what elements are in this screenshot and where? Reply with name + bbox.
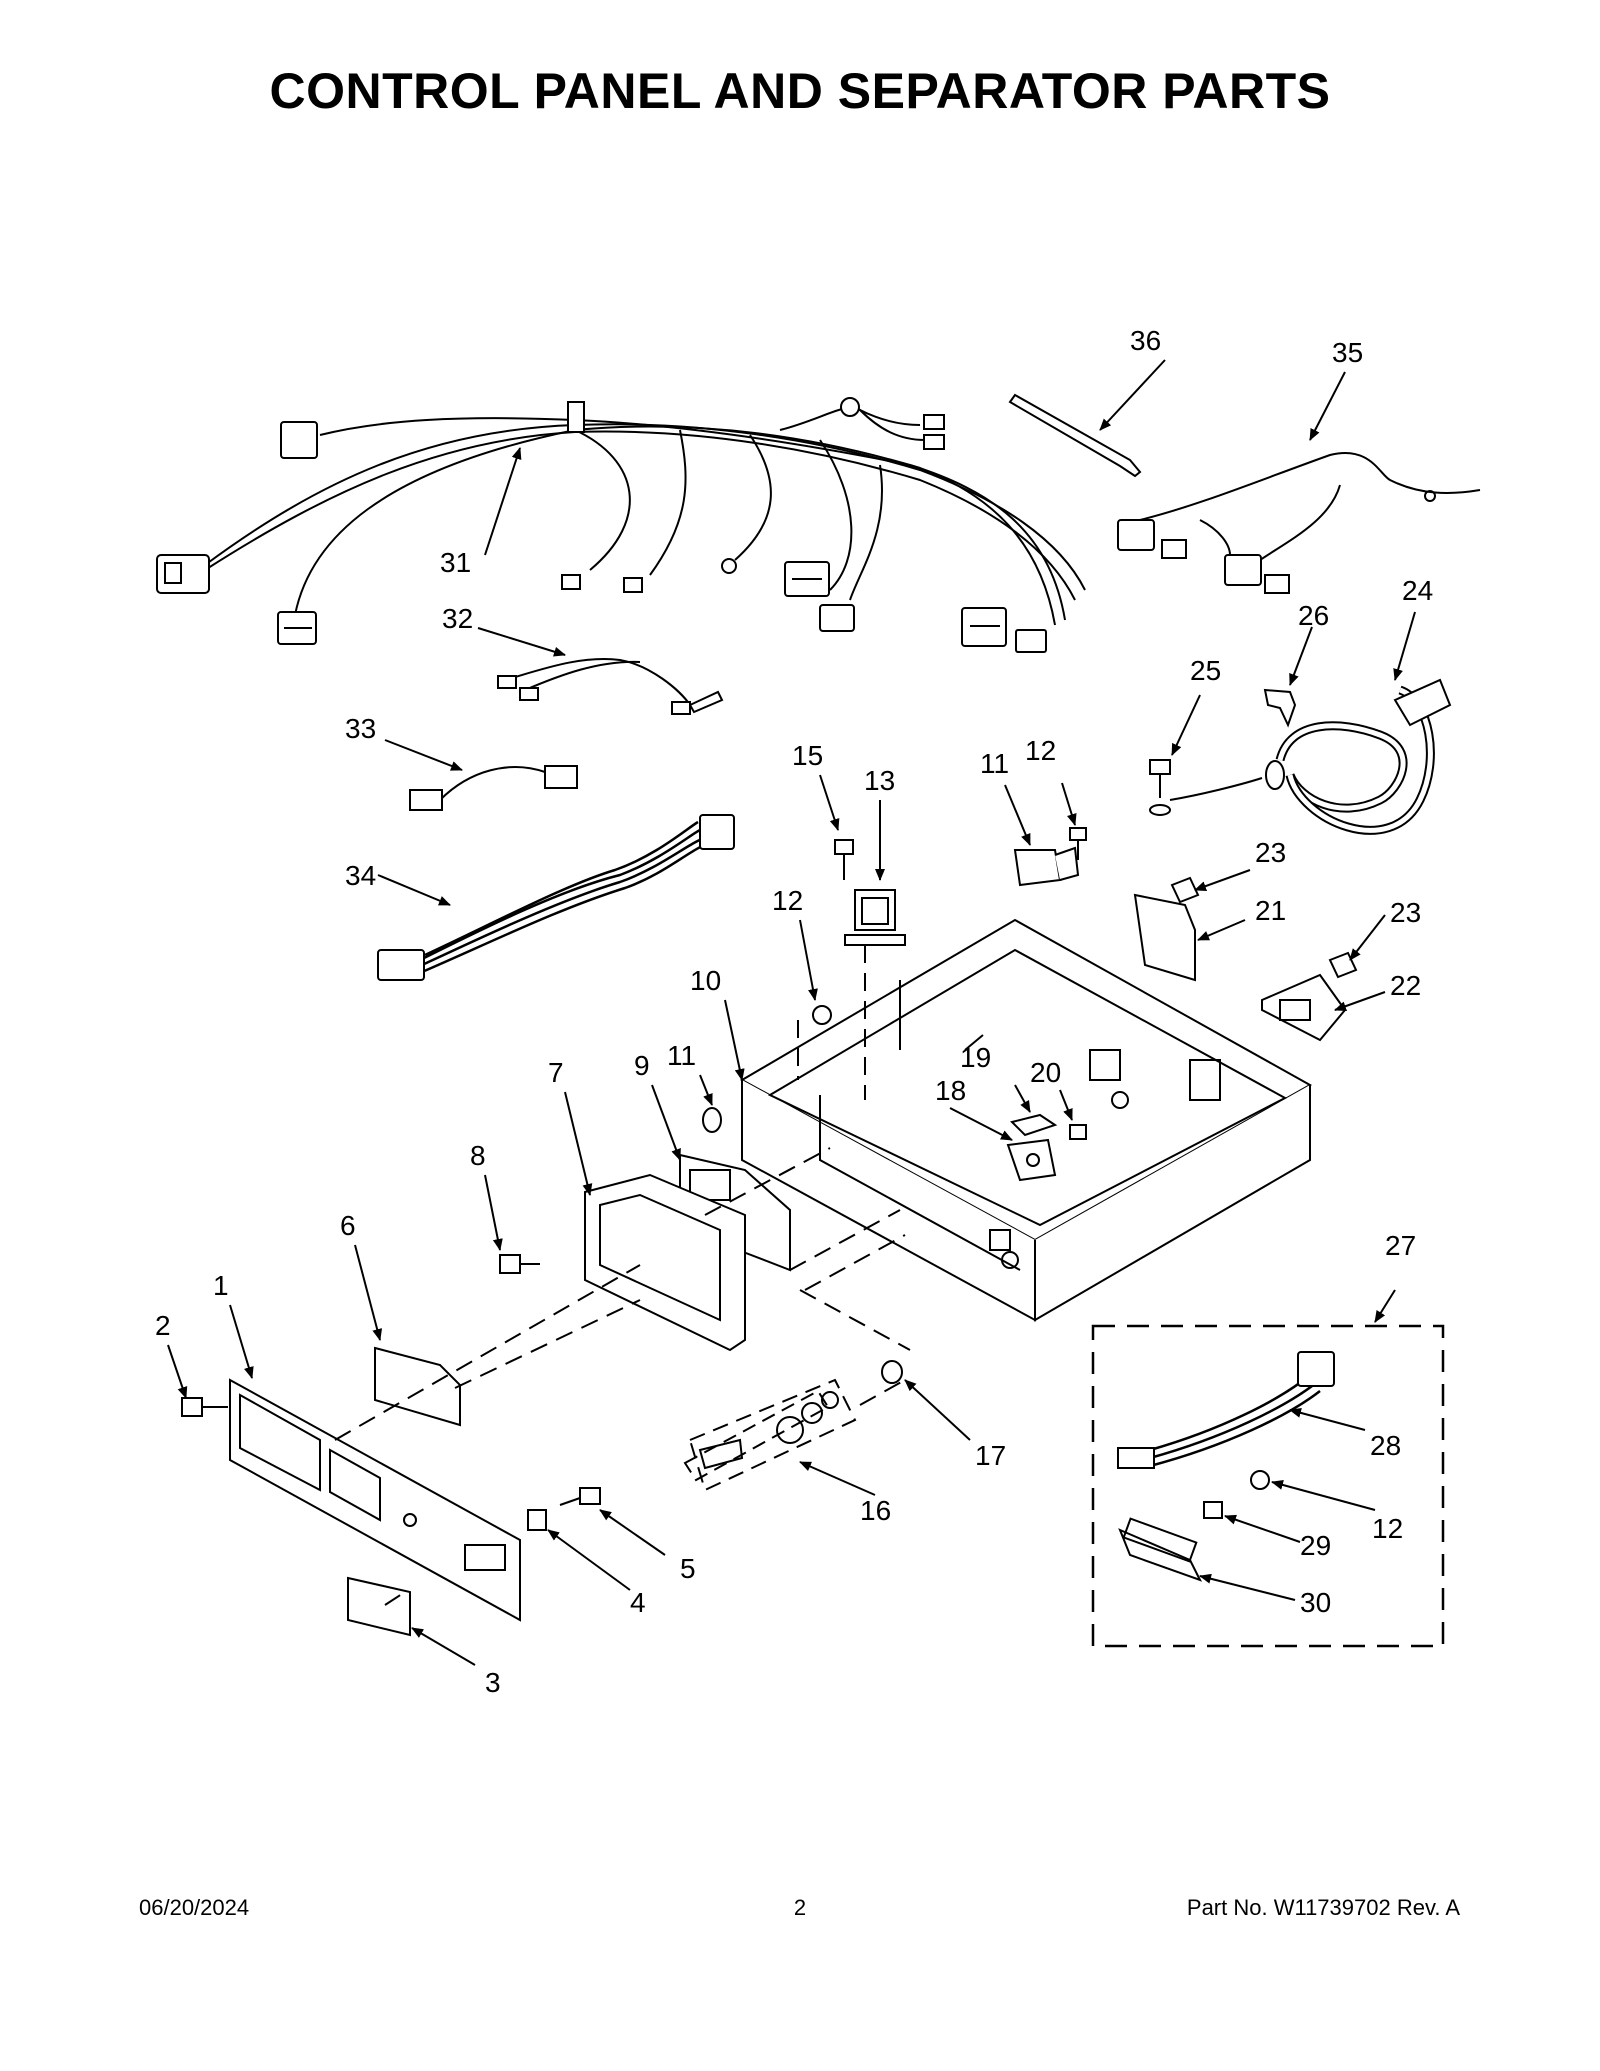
callout-22: 22 bbox=[1390, 970, 1421, 1001]
callout-7: 7 bbox=[548, 1057, 564, 1088]
callout-11-top: 11 bbox=[980, 748, 1009, 779]
callout-27: 27 bbox=[1385, 1230, 1416, 1261]
callout-23-top: 23 bbox=[1255, 837, 1286, 868]
callout-24: 24 bbox=[1402, 575, 1433, 606]
cover-30 bbox=[1118, 1517, 1203, 1582]
wire-harness-35 bbox=[1117, 452, 1481, 594]
screws-23 bbox=[1170, 876, 1358, 979]
leader-arrows bbox=[167, 359, 1416, 1666]
ground-screw-25 bbox=[1149, 759, 1171, 816]
screw-20 bbox=[1069, 1124, 1087, 1140]
callout-8: 8 bbox=[470, 1140, 486, 1171]
bracket-18 bbox=[1006, 1138, 1057, 1182]
control-panel-1 bbox=[229, 1378, 521, 1622]
screw-2 bbox=[181, 1397, 228, 1417]
screw-8 bbox=[499, 1254, 540, 1274]
callout-19: 19 bbox=[960, 1042, 991, 1073]
nut-4 bbox=[527, 1509, 547, 1531]
callout-5: 5 bbox=[680, 1553, 696, 1584]
screw-15 bbox=[834, 839, 854, 880]
callout-labels: 1 2 3 4 5 6 7 8 9 10 11 11 12 12 12 12 1… bbox=[155, 325, 1433, 1698]
window-6 bbox=[374, 1346, 461, 1427]
washer-17 bbox=[881, 1360, 903, 1384]
dashed-outline-16 bbox=[688, 1378, 857, 1492]
callout-33: 33 bbox=[345, 713, 376, 744]
callout-10: 10 bbox=[690, 965, 721, 996]
nut-12-mid bbox=[812, 1005, 832, 1025]
callout-30: 30 bbox=[1300, 1587, 1331, 1618]
callout-26: 26 bbox=[1298, 600, 1329, 631]
callout-1: 1 bbox=[213, 1270, 229, 1301]
callout-6: 6 bbox=[340, 1210, 356, 1241]
callout-36: 36 bbox=[1130, 325, 1161, 356]
callout-28: 28 bbox=[1370, 1430, 1401, 1461]
callout-18: 18 bbox=[935, 1075, 966, 1106]
screw-5 bbox=[559, 1487, 601, 1506]
nut-12-kit bbox=[1250, 1470, 1270, 1490]
harness-31-connectors bbox=[156, 397, 1047, 653]
callout-9: 9 bbox=[634, 1050, 650, 1081]
footer-page-number: 2 bbox=[793, 1895, 807, 1920]
callout-15: 15 bbox=[792, 740, 823, 771]
callout-12-top: 12 bbox=[1025, 735, 1056, 766]
transformer-13 bbox=[844, 889, 906, 946]
relay-11-front bbox=[702, 1107, 722, 1133]
footer-part-number: Part No. W11739702 Rev. A bbox=[1186, 1895, 1460, 1920]
bracket-22 bbox=[1261, 973, 1347, 1042]
screw-12-top bbox=[1069, 827, 1087, 860]
callout-25: 25 bbox=[1190, 655, 1221, 686]
callout-29: 29 bbox=[1300, 1530, 1331, 1561]
callout-12-kit: 12 bbox=[1372, 1513, 1403, 1544]
screw-29 bbox=[1203, 1501, 1223, 1519]
wire-harness-31 bbox=[204, 406, 1086, 626]
wire-harness-33 bbox=[409, 765, 578, 811]
callout-23-right: 23 bbox=[1390, 897, 1421, 928]
knob-assembly-16 bbox=[698, 1391, 839, 1470]
callout-3: 3 bbox=[485, 1667, 501, 1698]
callout-20: 20 bbox=[1030, 1057, 1061, 1088]
footer-date: 06/20/2024 bbox=[139, 1895, 250, 1920]
callout-34: 34 bbox=[345, 860, 376, 891]
power-cord-24 bbox=[1169, 678, 1452, 835]
switch-19 bbox=[1010, 1113, 1058, 1137]
label-3 bbox=[347, 1576, 411, 1637]
callout-11-front: 11 bbox=[667, 1040, 696, 1071]
console-base-10 bbox=[739, 918, 1313, 1322]
wire-harness-34 bbox=[377, 814, 735, 981]
page-title: CONTROL PANEL AND SEPARATOR PARTS bbox=[269, 63, 1331, 119]
callout-35: 35 bbox=[1332, 337, 1363, 368]
alignment-lines bbox=[334, 945, 911, 1606]
cover-21 bbox=[1133, 893, 1196, 982]
callout-4: 4 bbox=[630, 1587, 646, 1618]
kit-27-dashed-box bbox=[1091, 1324, 1445, 1648]
callout-13: 13 bbox=[864, 765, 895, 796]
callout-16: 16 bbox=[860, 1495, 891, 1526]
callout-21: 21 bbox=[1255, 895, 1286, 926]
harness-28 bbox=[1117, 1351, 1335, 1469]
callout-17: 17 bbox=[975, 1440, 1006, 1471]
wire-harness-32 bbox=[497, 658, 724, 715]
callout-12-mid: 12 bbox=[772, 885, 803, 916]
bezel-7 bbox=[584, 1173, 746, 1352]
strap-36 bbox=[1008, 393, 1142, 478]
clip-26 bbox=[1263, 688, 1297, 728]
callout-31: 31 bbox=[440, 547, 471, 578]
dashed-box-16 bbox=[683, 1389, 830, 1482]
callout-2: 2 bbox=[155, 1310, 171, 1341]
relay-11-top bbox=[1013, 846, 1080, 887]
callout-32: 32 bbox=[442, 603, 473, 634]
